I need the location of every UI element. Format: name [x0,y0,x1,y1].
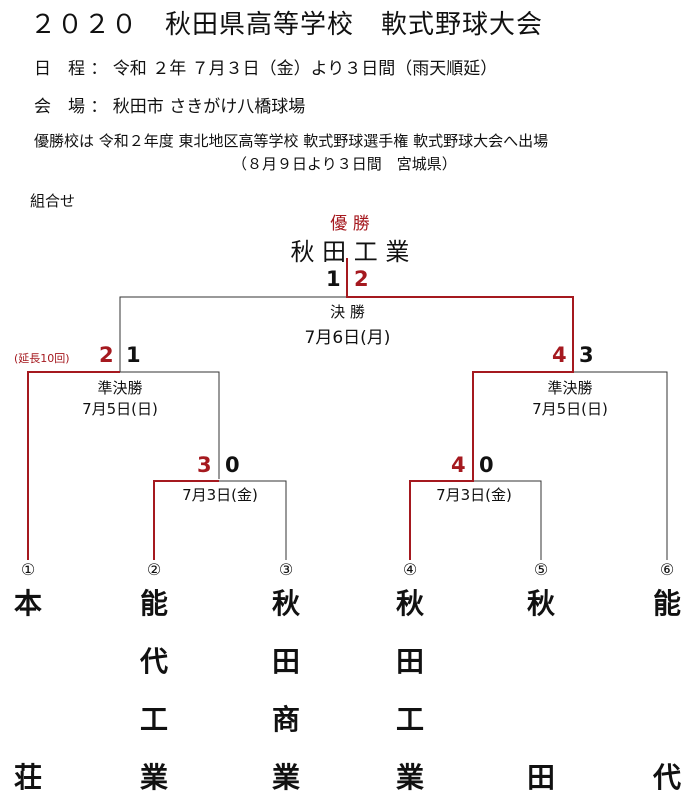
final-score-right: 2 [354,267,369,291]
team-char: 業 [271,761,300,794]
r1-left-winner-line [153,480,219,560]
team-name-4: 秋 田 工 業 [390,575,430,807]
semi-right-label: 準決勝 [547,379,593,397]
team-char: 業 [139,761,168,794]
note-line-1: 優勝校は 令和２年度 東北地区高等学校 軟式野球選手権 軟式野球大会へ出場 [34,132,549,150]
team-char [647,633,687,691]
final-loser-line [119,296,347,372]
semi-right-loser-line [573,371,668,560]
r1-right-date: 7月3日(金) [436,486,512,504]
champion-label: 優 勝 [330,214,370,234]
final-label: 決 勝 [330,303,365,321]
team-char: 秋 [395,587,424,620]
champion-name: 秋 田 工 業 [290,238,410,266]
section-label: 組合せ [30,192,76,210]
r1-right-loser-line [473,480,542,560]
r1-left-loser-line [219,480,287,560]
team-char: 田 [271,645,300,678]
schedule-line: 日 程 ： 令和 ２年 ７月３日（金）より３日間（雨天順延） [34,59,498,79]
r1-left-score-right: 0 [225,453,240,477]
team-number-5: ⑤ [533,560,549,579]
r1-left-date: 7月3日(金) [182,486,258,504]
semi-left-score-left: 2 [99,343,114,367]
team-char: 田 [395,645,424,678]
team-number-6: ⑥ [659,560,675,579]
semi-left-score-right: 1 [126,343,141,367]
semi-left-extra-inning-note: (延長10回) [14,352,70,365]
team-name-2: 能 代 工 業 [134,575,174,807]
team-char [647,691,687,749]
team-char: 本 [13,587,42,620]
team-char: 商 [271,703,300,736]
final-score-left: 1 [326,267,341,291]
semi-right-date: 7月5日(日) [532,400,608,418]
note-line-2: （８月９日より３日間 宮城県） [232,155,457,173]
team-char [521,691,561,749]
team-char [521,633,561,691]
team-name-6: 能 代 [647,575,687,807]
team-name-1: 本 荘 [8,575,48,807]
r1-left-score-left: 3 [197,453,212,477]
semi-right-score-right: 3 [579,343,594,367]
team-char: 工 [395,703,424,736]
team-char: 能 [652,587,681,620]
team-number-3: ③ [278,560,294,579]
semi-left-date: 7月5日(日) [82,400,158,418]
team-char: 工 [139,703,168,736]
venue-line: 会 場 ： 秋田市 さきがけ八橋球場 [34,97,306,117]
team-char: 代 [652,761,681,794]
team-char: 業 [395,761,424,794]
team-name-3: 秋 田 商 業 [266,575,306,807]
final-date: 7月6日(月) [304,328,391,348]
page-title: ２０２０ 秋田県高等学校 軟式野球大会 [30,10,544,40]
team-char: 代 [139,645,168,678]
team-name-5: 秋 田 [521,575,561,807]
team-number-4: ④ [402,560,418,579]
team-char [8,633,48,691]
team-char [8,691,48,749]
team-char: 田 [526,761,555,794]
r1-right-score-left: 4 [451,453,466,477]
semi-left-loser-line [120,371,220,479]
champion-line [346,258,574,560]
team-number-2: ② [146,560,162,579]
team-char: 秋 [271,587,300,620]
team-number-1: ① [20,560,36,579]
r1-right-score-right: 0 [479,453,494,477]
semi-right-score-left: 4 [552,343,567,367]
semi-left-label: 準決勝 [97,379,143,397]
semi-left-winner-line [27,371,120,560]
team-char: 秋 [526,587,555,620]
team-char: 能 [139,587,168,620]
team-char: 荘 [13,761,42,794]
